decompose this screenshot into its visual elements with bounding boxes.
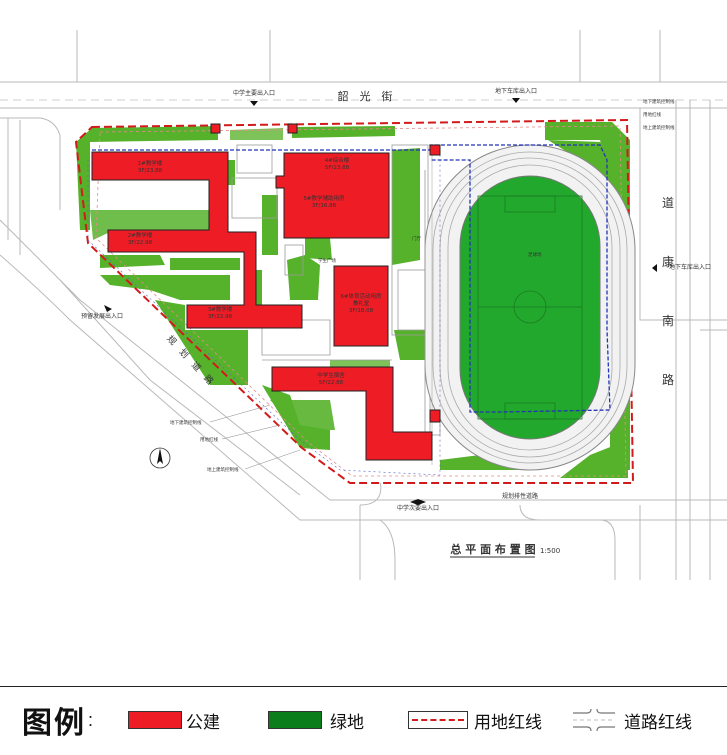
building-info-3: 3F/22.98	[208, 314, 233, 320]
underground-control-line	[92, 144, 611, 413]
building-labels: 1#教学楼 3F/23.88 2#教学楼 3F/22.98 3#教学楼 3F/2…	[128, 156, 382, 386]
building-label-5: 5#教学辅助用房	[303, 194, 345, 202]
road-name-south: 规划排性道路	[502, 492, 538, 500]
building-info-6: 3F/18.08	[349, 308, 374, 314]
entrance-garage-arrow-icon	[512, 98, 520, 103]
note-field: 足球场	[528, 251, 542, 258]
building-label-1: 1#教学楼	[138, 159, 163, 167]
entrance-main-arrow-icon	[250, 101, 258, 106]
legend: 图例 : 公建 绿地 用地红线 道路红线	[0, 690, 727, 755]
note-lobby: 门厅	[412, 235, 421, 242]
legend-label-site-boundary: 用地红线	[474, 713, 542, 733]
legend-swatch-site-boundary	[408, 711, 468, 729]
building-label-4: 4#综合楼	[325, 156, 350, 164]
entrance-east-arrow-icon	[652, 264, 657, 272]
legend-colon: :	[88, 710, 94, 730]
entrance-main-label: 中学主要出入口	[233, 89, 275, 97]
legend-swatch-green-space	[268, 711, 322, 729]
entrance-west-label: 预留发展出入口	[81, 312, 123, 320]
sports-field	[424, 144, 636, 471]
legend-label-public-building: 公建	[186, 713, 220, 733]
north-arrow-icon	[149, 447, 171, 469]
site-boundary-line	[74, 118, 635, 484]
note-underground: 地下建筑控制线	[170, 419, 202, 426]
building-info-7: 5F/22.88	[319, 380, 344, 386]
note-underground-east: 地下建筑控制线	[643, 98, 675, 105]
entrance-east-garage-label: 地下车库出入口	[669, 263, 711, 271]
building-label-3: 3#教学楼	[208, 305, 233, 313]
legend-divider	[0, 686, 727, 687]
note-setback: 地上建筑控制线	[207, 466, 239, 473]
legend-label-green-space: 绿地	[330, 713, 364, 733]
building-label-6: 6#体育活动用房	[340, 292, 382, 300]
entrance-west-arrow-icon	[104, 305, 112, 312]
plan-caption: 总 平 面 布 置 图	[450, 542, 535, 556]
note-setback-east: 地上建筑控制线	[643, 124, 675, 131]
note-boundary: 用地红线	[200, 436, 218, 443]
road-name-east-4: 路	[662, 372, 674, 387]
green-areas	[76, 122, 630, 478]
building-info-4: 5F/23.88	[325, 165, 350, 171]
legend-swatch-public-building	[128, 711, 182, 729]
building-info-1: 3F/23.88	[138, 168, 163, 174]
note-boundary-east: 用地红线	[643, 111, 661, 118]
building-info-5: 3F/16.88	[312, 203, 337, 209]
road-name-north: 韶 光 街	[338, 89, 393, 103]
building-label-2: 2#教学楼	[128, 231, 153, 239]
legend-label-road-boundary: 道路红线	[624, 713, 692, 733]
road-name-east-3: 南	[662, 313, 674, 328]
road-network	[0, 30, 727, 580]
legend-road-boundary-icon	[573, 708, 615, 732]
road-name-east-1: 道	[662, 196, 674, 210]
plan-notes: 地下建筑控制线 用地红线 地上建筑控制线 地下建筑控制线 用地红线 地上建筑控制…	[170, 98, 675, 473]
building-label-7: 中学生宿舍	[317, 371, 345, 379]
buildings	[91, 123, 441, 461]
entrance-south-label: 中学次要出入口	[397, 504, 439, 512]
entrance-garage-label: 地下车库出入口	[495, 87, 537, 95]
plan-scale: 1:500	[540, 547, 560, 555]
entrance-markers: 中学主要出入口 地下车库出入口 地下车库出入口 预留发展出入口 中学次要出入口	[81, 87, 711, 512]
note-plaza: 学生广场	[318, 257, 336, 264]
site-plan-map: 1#教学楼 3F/23.88 2#教学楼 3F/22.98 3#教学楼 3F/2…	[0, 30, 727, 580]
legend-title: 图例	[22, 706, 86, 741]
building-info-2: 3F/22.98	[128, 240, 153, 246]
road-name-east-2: 康	[662, 254, 674, 269]
building-sub-6: 兼礼堂	[353, 299, 370, 307]
entrance-south-arrow-icon	[410, 499, 426, 505]
